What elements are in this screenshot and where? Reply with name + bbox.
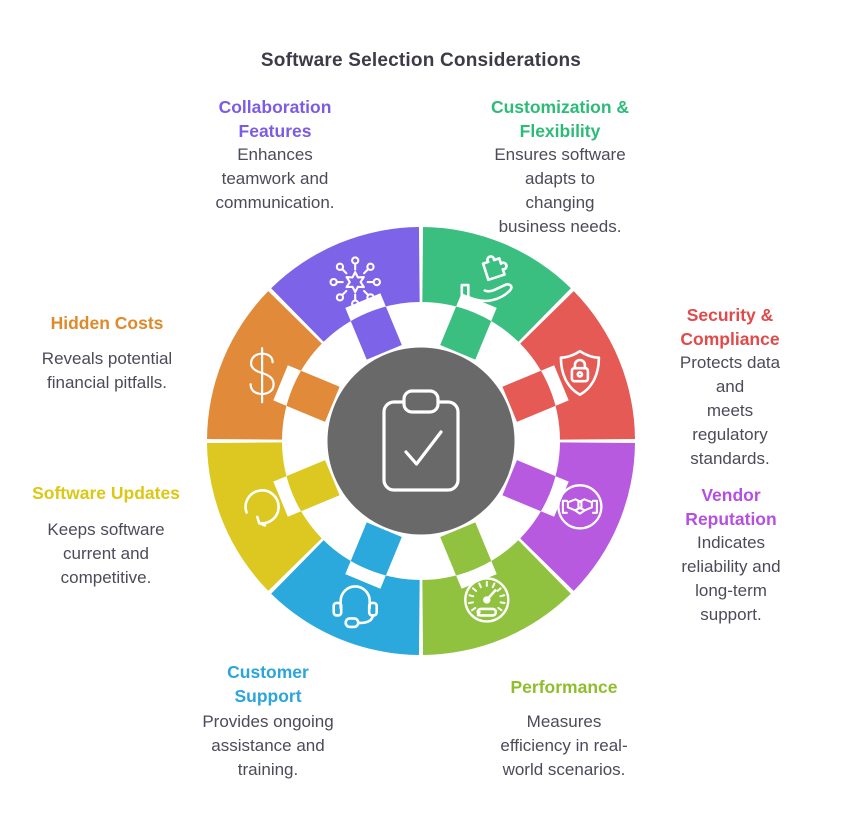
segment-customization-flexibility xyxy=(422,227,571,360)
description-vendor-reputation: Indicates reliability and long-term supp… xyxy=(681,533,781,624)
heading-customization-flexibility: Customization & Flexibility xyxy=(490,97,630,141)
page-title: Software Selection Considerations xyxy=(260,50,582,71)
description-security-compliance: Protects data and meets regulatory stand… xyxy=(679,353,781,468)
center-hub xyxy=(327,347,515,535)
heading-software-updates: Software Updates xyxy=(32,483,180,503)
segment-vendor-reputation xyxy=(502,442,635,591)
heading-vendor-reputation: Vendor Reputation xyxy=(685,485,777,529)
description-customization-flexibility: Ensures software adapts to changing busi… xyxy=(494,145,626,236)
heading-customer-support: Customer Support xyxy=(227,662,309,706)
segment-performance xyxy=(422,522,571,655)
description-performance: Measures efficiency in real- world scena… xyxy=(500,712,628,779)
heading-performance: Performance xyxy=(510,677,618,697)
segment-hidden-costs xyxy=(207,291,340,440)
description-customer-support: Provides ongoing assistance and training… xyxy=(202,712,334,779)
heading-collaboration-features: Collaboration Features xyxy=(218,97,332,141)
description-collaboration-features: Enhances teamwork and communication. xyxy=(215,145,335,212)
description-software-updates: Keeps software current and competitive. xyxy=(47,520,165,587)
segment-security-compliance xyxy=(502,291,635,440)
segment-software-updates xyxy=(207,442,340,591)
description-hidden-costs: Reveals potential financial pitfalls. xyxy=(41,349,173,392)
heading-security-compliance: Security & Compliance xyxy=(680,305,780,349)
heading-hidden-costs: Hidden Costs xyxy=(50,313,164,333)
